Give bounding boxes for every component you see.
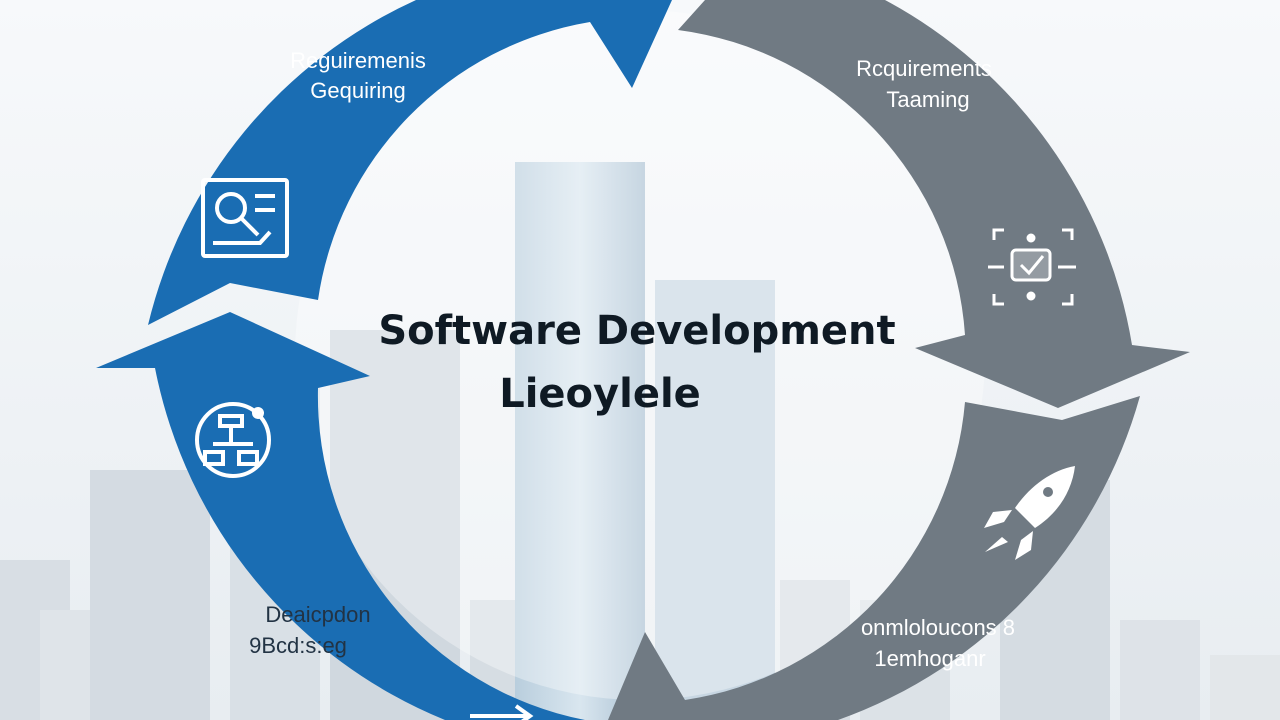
segment-top-right-arrow — [678, 0, 1190, 408]
segment-label-top-left-line2: Gequiring — [310, 78, 405, 103]
diagram-title-line2: Lieoylele — [499, 371, 701, 417]
segment-label-top-right-line1: Rcquirements — [856, 56, 992, 81]
design-target-icon — [988, 228, 1076, 306]
segment-label-bottom-right-line2: 1emhoganr — [874, 646, 985, 671]
workflow-icon — [195, 402, 271, 478]
segment-label-bottom-left-line1: Deaicpdon — [265, 602, 370, 627]
search-document-icon — [201, 178, 289, 258]
diagram-title-line1: Software Development — [378, 308, 895, 354]
segment-label-top-right-line2: Taaming — [886, 87, 969, 112]
rocket-icon — [984, 466, 1075, 560]
segment-label-bottom-right-line1: onmloloucons 8 — [861, 615, 1015, 640]
segment-label-top-left-line1: Reguiremenis — [290, 48, 426, 73]
segment-top-left-arrow — [148, 0, 672, 325]
center-disc — [295, 10, 985, 700]
arrow-marker-icon — [470, 704, 534, 720]
segment-bottom-right-arrow — [608, 396, 1140, 720]
segment-label-bottom-left-line2: 9Bcd:s:eg — [249, 633, 347, 658]
